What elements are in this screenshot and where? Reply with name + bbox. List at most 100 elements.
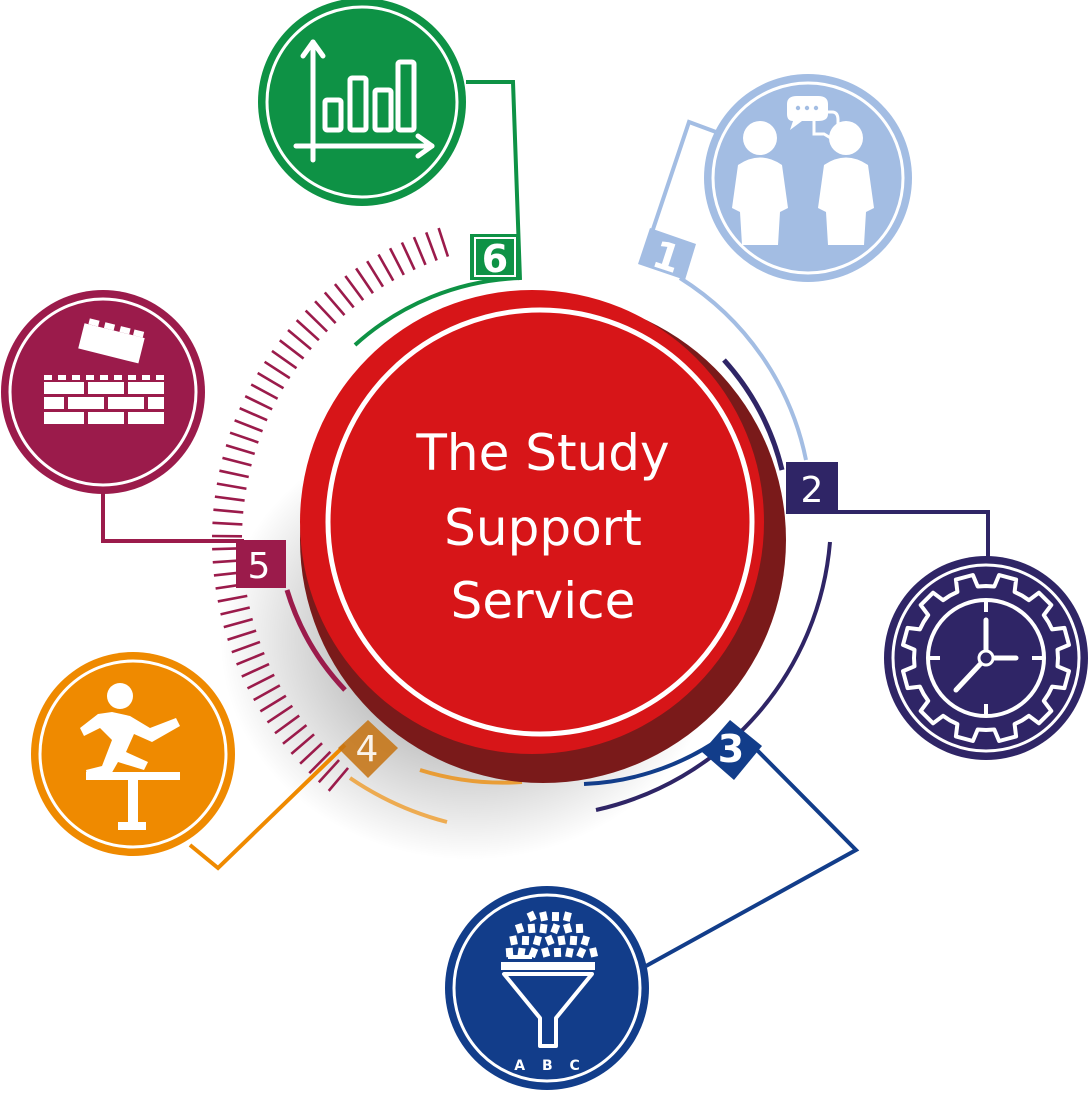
step-3-connector bbox=[583, 742, 860, 968]
tick-mark bbox=[366, 260, 385, 288]
step-2-number: 2 bbox=[801, 470, 824, 511]
glyph-fragment bbox=[539, 923, 548, 934]
glyph-fragment bbox=[532, 935, 542, 946]
step-4-circle bbox=[31, 652, 235, 856]
tick-mark bbox=[225, 443, 256, 456]
glyph-fragment bbox=[562, 911, 572, 922]
step-6-badge: 6 bbox=[470, 234, 520, 281]
tick-band bbox=[212, 227, 450, 792]
step-6-number: 6 bbox=[482, 237, 508, 281]
tick-mark bbox=[274, 714, 300, 735]
step-4-badge: 4 bbox=[338, 720, 398, 778]
tick-mark bbox=[323, 291, 346, 316]
tick-mark bbox=[227, 629, 257, 641]
people-talking-icon bbox=[732, 96, 874, 245]
tick-mark bbox=[241, 662, 270, 678]
center-title-line-1: The Study bbox=[415, 424, 669, 482]
step-3-badge: 3 bbox=[702, 720, 762, 780]
step-5-number: 5 bbox=[248, 546, 271, 587]
tick-mark bbox=[213, 508, 244, 514]
tick-mark bbox=[424, 231, 438, 261]
tick-mark bbox=[266, 704, 294, 724]
glyph-fragment bbox=[557, 935, 566, 946]
step-1-connector bbox=[640, 119, 808, 461]
tick-mark bbox=[217, 594, 248, 603]
tick-mark bbox=[295, 319, 320, 342]
building-blocks-icon bbox=[44, 318, 164, 424]
tick-mark bbox=[282, 724, 308, 745]
glyph-fragment bbox=[544, 934, 555, 946]
tick-mark bbox=[214, 495, 245, 502]
tick-mark bbox=[412, 236, 427, 266]
tick-mark bbox=[278, 339, 305, 360]
tick-mark bbox=[222, 456, 252, 467]
hurdle-runner-icon bbox=[80, 683, 180, 830]
tick-mark bbox=[223, 617, 254, 629]
step-1-badge: 1 bbox=[638, 228, 696, 282]
glyph-fragment bbox=[521, 935, 530, 946]
tick-mark bbox=[388, 247, 405, 276]
tick-mark bbox=[231, 640, 261, 654]
glyph-fragment bbox=[509, 935, 518, 946]
tick-mark bbox=[216, 482, 247, 491]
tick-mark bbox=[317, 759, 341, 784]
glyph-fragment bbox=[505, 947, 514, 958]
tick-mark bbox=[220, 606, 251, 616]
step-5-circle bbox=[1, 290, 205, 494]
bar-chart-icon bbox=[293, 39, 435, 163]
glyph-fragment bbox=[576, 947, 587, 959]
step-3-circle: A B C bbox=[445, 886, 649, 1090]
step-4-connector bbox=[188, 743, 523, 871]
tick-mark bbox=[246, 673, 275, 690]
step-2-badge: 2 bbox=[786, 462, 838, 512]
center-circle: The Study Support Service bbox=[300, 290, 786, 783]
step-5-connector bbox=[101, 227, 450, 792]
glyph-fragment bbox=[589, 947, 599, 958]
tick-mark bbox=[290, 733, 315, 755]
tick-mark bbox=[437, 227, 450, 257]
tick-mark bbox=[314, 300, 337, 325]
tick-mark bbox=[355, 267, 375, 294]
tick-mark bbox=[271, 349, 298, 370]
center-title-line-3: Service bbox=[451, 572, 636, 630]
tick-mark bbox=[263, 360, 291, 380]
tick-mark bbox=[400, 241, 416, 271]
glyph-fragment bbox=[550, 923, 561, 935]
tick-mark bbox=[236, 651, 265, 666]
glyph-fragment bbox=[580, 935, 590, 946]
tick-mark bbox=[259, 694, 287, 713]
tick-mark bbox=[344, 275, 365, 301]
glyph-fragment bbox=[514, 922, 525, 934]
step-3-number: 3 bbox=[718, 727, 744, 771]
glyph-fragment bbox=[526, 910, 537, 922]
glyph-fragment bbox=[551, 911, 560, 922]
funnel-letters-icon: A B C bbox=[501, 910, 599, 1074]
step-5-badge: 5 bbox=[236, 540, 286, 588]
funnel-caption: A B C bbox=[514, 1058, 586, 1074]
glyph-fragment bbox=[565, 947, 574, 958]
step-2-connector bbox=[595, 358, 990, 812]
step-6-circle bbox=[258, 0, 466, 206]
glyph-fragment bbox=[563, 923, 573, 934]
glyph-fragment bbox=[541, 947, 551, 958]
tick-mark bbox=[229, 431, 259, 444]
tick-mark bbox=[234, 419, 264, 433]
tick-mark bbox=[287, 329, 312, 351]
tick-mark bbox=[308, 750, 332, 775]
step-4-number: 4 bbox=[356, 729, 379, 770]
step-2-circle bbox=[884, 556, 1088, 760]
glyph-fragment bbox=[553, 947, 562, 958]
step-1-circle bbox=[704, 74, 912, 282]
gear-clock-icon bbox=[901, 573, 1071, 743]
tick-mark bbox=[239, 406, 268, 422]
tick-mark bbox=[333, 283, 355, 309]
tick-mark bbox=[327, 767, 350, 792]
tick-mark bbox=[219, 469, 250, 479]
tick-mark bbox=[304, 309, 328, 333]
tick-mark bbox=[257, 371, 285, 390]
center-title-line-2: Support bbox=[444, 499, 642, 557]
glyph-fragment bbox=[575, 923, 584, 934]
tick-mark bbox=[244, 395, 273, 411]
